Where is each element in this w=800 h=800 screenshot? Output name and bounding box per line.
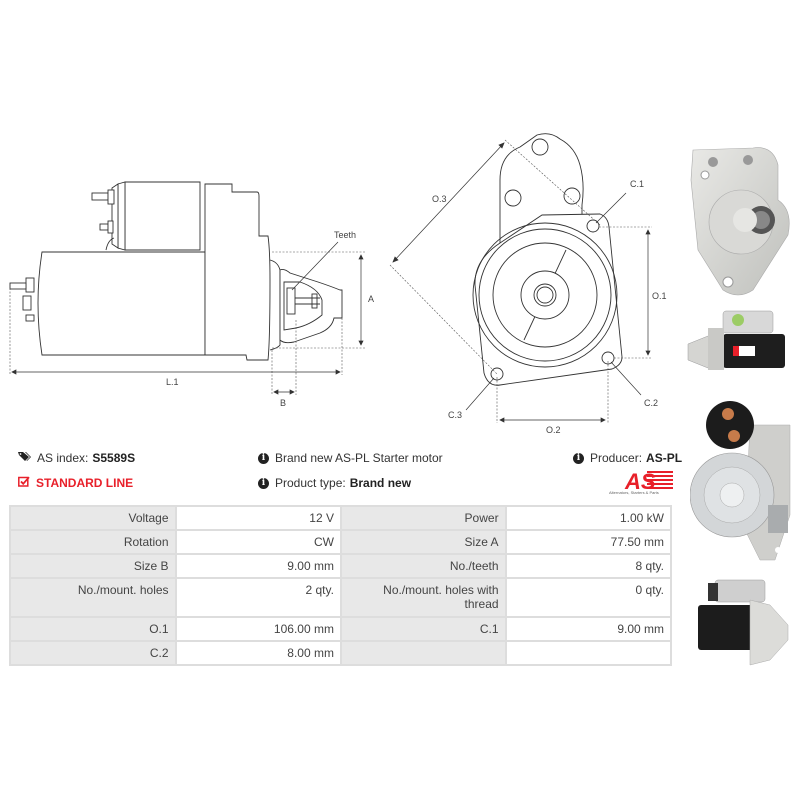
spec-value: 106.00 mm [174, 616, 342, 642]
spec-label: No./teeth [339, 553, 507, 579]
description-text: Brand new AS-PL Starter motor [275, 451, 443, 465]
spec-value: 8 qty. [504, 553, 673, 579]
spec-label: Power [339, 505, 507, 531]
spec-value: 8.00 mm [174, 640, 342, 666]
spec-value [504, 640, 673, 666]
description-row: i Brand new AS-PL Starter motor [258, 451, 443, 465]
product-type-value: Brand new [349, 476, 412, 490]
front-view-diagram: C.1 C.2 C.3 O.1 O.2 O.3 [389, 133, 667, 435]
spec-label: No./mount. holes [9, 577, 177, 618]
spec-label: Size B [9, 553, 177, 579]
as-index-label: AS index: [37, 451, 89, 465]
table-row: O.1 106.00 mm C.1 9.00 mm [9, 616, 673, 642]
producer-value: AS-PL [646, 451, 683, 465]
dimension-a-label: A [368, 294, 374, 304]
product-photo-front [690, 147, 790, 296]
spec-value: 9.00 mm [504, 616, 673, 642]
product-type-row: i Product type: Brand new [258, 476, 411, 490]
product-line-row: STANDARD LINE [18, 476, 133, 490]
spec-value: 77.50 mm [504, 529, 673, 555]
logo-text: AS [624, 469, 656, 491]
spec-value: CW [174, 529, 342, 555]
info-icon: i [258, 452, 269, 464]
spec-label: C.1 [339, 616, 507, 642]
product-photo-side-rear [698, 579, 789, 666]
teeth-label: Teeth [334, 230, 356, 240]
c3-label: C.3 [448, 410, 462, 420]
product-line-label: STANDARD LINE [36, 476, 134, 490]
as-index-row: AS index: S5589S [18, 451, 135, 465]
specifications-table: Voltage 12 V Power 1.00 kW Rotation CW S… [9, 505, 673, 666]
o1-label: O.1 [652, 291, 667, 301]
as-index-value: S5589S [92, 451, 136, 465]
spec-value: 12 V [174, 505, 342, 531]
spec-value: 2 qty. [174, 577, 342, 618]
spec-label: Rotation [9, 529, 177, 555]
spec-label: C.2 [9, 640, 177, 666]
spec-label: Voltage [9, 505, 177, 531]
spec-value: 9.00 mm [174, 553, 342, 579]
table-row: No./mount. holes 2 qty. No./mount. holes… [9, 577, 673, 618]
product-type-label: Product type: [275, 476, 346, 490]
dimension-l1-label: L.1 [166, 377, 179, 387]
product-photo-side [687, 310, 785, 370]
checkbox-checked-icon [18, 476, 30, 490]
tags-icon [18, 451, 31, 465]
spec-label: O.1 [9, 616, 177, 642]
logo-tagline: Alternators, Starters & Parts [609, 490, 659, 495]
table-row: Voltage 12 V Power 1.00 kW [9, 505, 673, 531]
as-pl-logo: AS Alternators, Starters & Parts [607, 469, 677, 497]
dimension-b-label: B [280, 398, 286, 408]
side-view-diagram: Teeth A B L.1 [9, 181, 374, 408]
info-icon: i [573, 452, 584, 464]
spec-label [339, 640, 507, 666]
c1-label: C.1 [630, 179, 644, 189]
o3-label: O.3 [432, 194, 447, 204]
spec-value: 0 qty. [504, 577, 673, 618]
o2-label: O.2 [546, 425, 561, 435]
spec-value: 1.00 kW [504, 505, 673, 531]
c2-label: C.2 [644, 398, 658, 408]
table-row: C.2 8.00 mm [9, 640, 673, 666]
table-row: Size B 9.00 mm No./teeth 8 qty. [9, 553, 673, 579]
spec-label: No./mount. holes with thread [339, 577, 507, 618]
product-photo-rear [690, 401, 791, 561]
info-icon: i [258, 477, 269, 489]
spec-label: Size A [339, 529, 507, 555]
producer-row: i Producer: AS-PL [573, 451, 682, 465]
producer-label: Producer: [590, 451, 643, 465]
table-row: Rotation CW Size A 77.50 mm [9, 529, 673, 555]
